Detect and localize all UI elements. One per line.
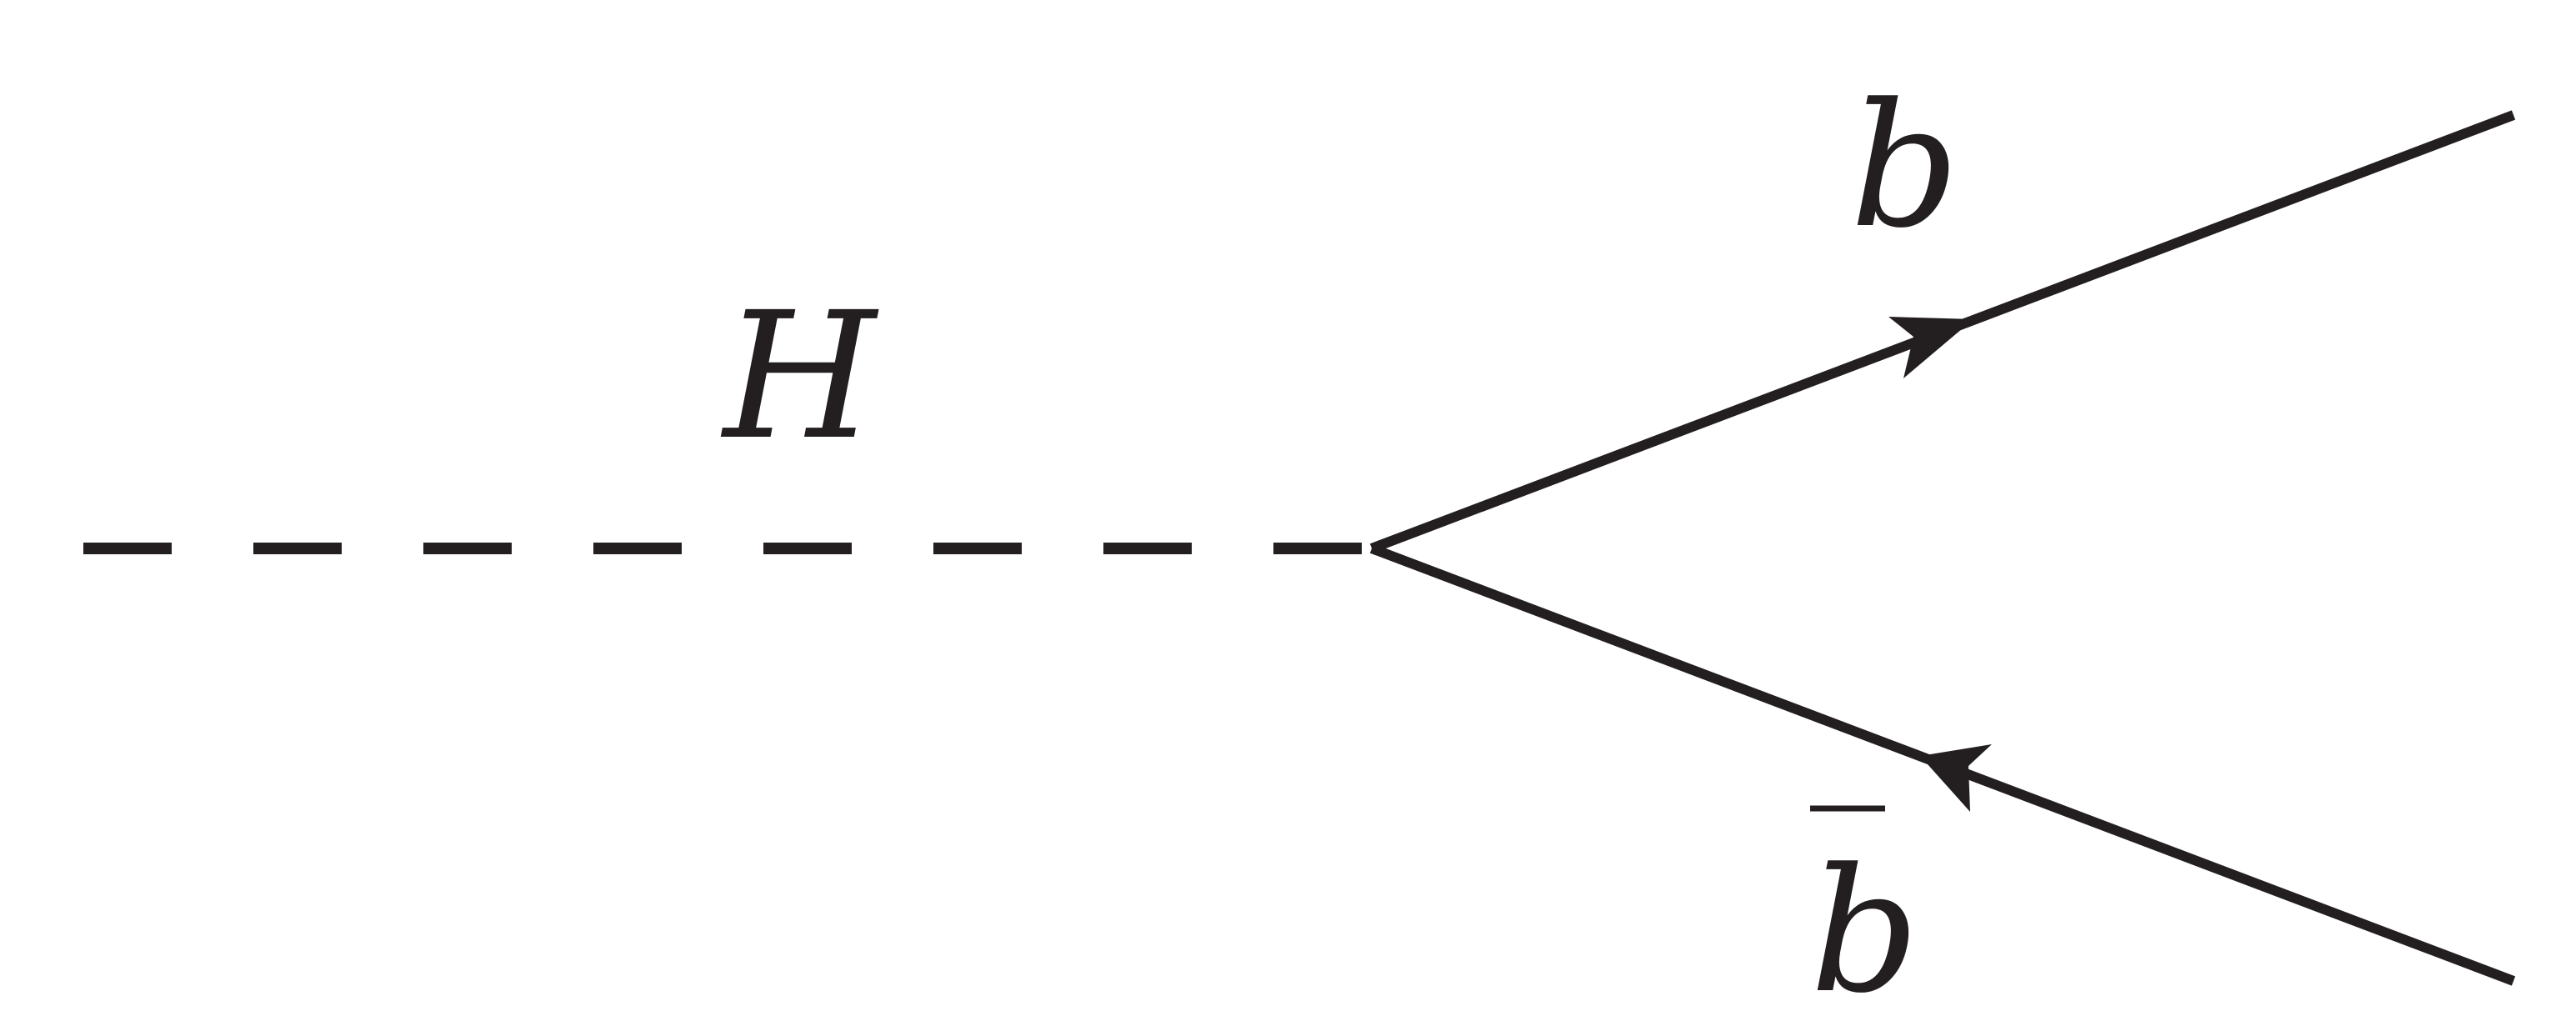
quark-arrow-icon xyxy=(1888,317,1973,378)
antiquark-label: b xyxy=(1810,833,1919,1016)
higgs-label: H xyxy=(720,274,879,478)
bottom-quark-line xyxy=(1369,110,2516,553)
antiquark-arrow-icon xyxy=(1920,744,1992,812)
quark-label: b xyxy=(1850,68,1959,266)
antiquark-label-group: b xyxy=(1810,805,1919,1016)
anti-bottom-quark-line xyxy=(1369,543,2516,986)
